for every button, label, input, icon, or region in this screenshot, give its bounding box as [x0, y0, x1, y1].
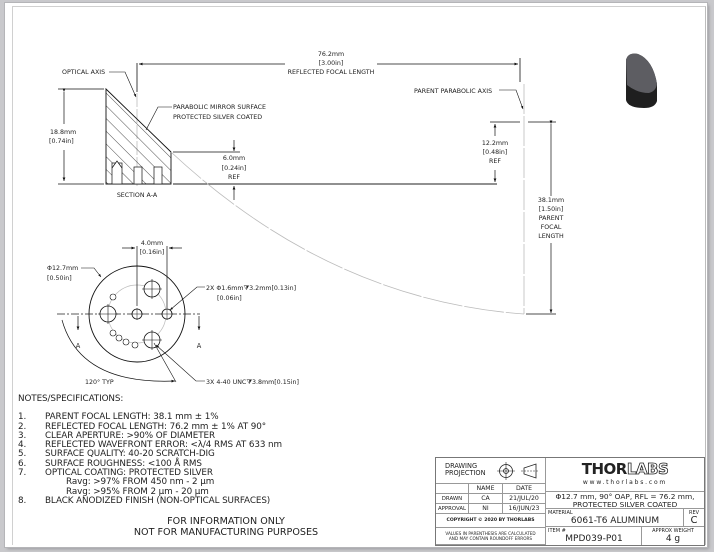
- optical-axis-label: OPTICAL AXIS: [62, 69, 105, 76]
- title-block: DRAWING PROJECTION NAME DATE DRAWN CA 21…: [435, 457, 705, 546]
- rfl-in: [3.00in]: [319, 60, 344, 67]
- note-item: 2.REFLECTED FOCAL LENGTH: 76.2 mm ± 1% A…: [18, 421, 266, 432]
- weight-cell: APPROX WEIGHT 4 g: [642, 527, 704, 545]
- item-cell: ITEM # MPD039-P01: [546, 527, 642, 545]
- offset-mm: 12.2mm: [482, 140, 508, 147]
- edge-mm: 6.0mm: [223, 155, 245, 162]
- drawn-label: DRAWN: [436, 494, 469, 504]
- diameter-mm: Φ12.7mm: [47, 265, 78, 272]
- disclaimer-line-2: NOT FOR MANUFACTURING PURPOSES: [133, 527, 319, 538]
- item-number: MPD039-P01: [565, 534, 623, 544]
- col-name: NAME: [469, 484, 503, 494]
- note-item: 7.OPTICAL COATING: PROTECTED SILVER: [18, 468, 213, 479]
- height-mm: 18.8mm: [50, 129, 76, 136]
- spacing-in: [0.16in]: [140, 249, 165, 256]
- note-item: 1.PARENT FOCAL LENGTH: 38.1 mm ± 1%: [18, 412, 219, 423]
- description-line-2: PROTECTED SILVER COATED: [572, 500, 678, 509]
- diameter-in: [0.50in]: [47, 275, 72, 282]
- pfl-l3: LENGTH: [538, 233, 564, 240]
- notes-heading: NOTES/SPECIFICATIONS:: [18, 394, 124, 404]
- material-cell: MATERIAL 6061-T6 ALUMINUM: [546, 509, 684, 527]
- description: Φ12.7 mm, 90° OAP, RFL = 76.2 mm, PROTEC…: [546, 492, 704, 509]
- pin-hole-callout-1: 2X Φ1.6mm⧩3.2mm[0.13in]: [206, 285, 296, 292]
- copyright: COPYRIGHT © 2020 BY THORLABS: [436, 514, 546, 528]
- drawing-sheet: [5, 3, 707, 547]
- rev-value: C: [690, 515, 698, 526]
- logo-cell: THORLABS www.thorlabs.com: [546, 458, 704, 492]
- section-marker-left: A: [76, 342, 81, 350]
- approval-label: APPROVAL: [436, 504, 469, 514]
- parent-focal-dimension: 38.1mm [1.50in] PARENT FOCAL LENGTH: [526, 120, 564, 315]
- parent-parabola-curve: [170, 151, 525, 315]
- offset-in: [0.48in]: [483, 149, 508, 156]
- note-item: 8.BLACK ANODIZED FINISH (NON-OPTICAL SUR…: [18, 495, 271, 506]
- projection-cell: DRAWING PROJECTION: [436, 458, 546, 484]
- drawing-frame: [12, 6, 706, 545]
- website: www.thorlabs.com: [582, 479, 668, 486]
- disclaimer-line-1: FOR INFORMATION ONLY: [167, 516, 285, 527]
- weight-label: APPROX WEIGHT: [652, 528, 694, 534]
- mirror-surface-label-1: PARABOLIC MIRROR SURFACE: [173, 104, 266, 111]
- pfl-l2: FOCAL: [541, 224, 562, 231]
- offset-ref: REF: [489, 158, 501, 165]
- drawn-name: CA: [469, 494, 503, 504]
- pfl-l1: PARENT: [539, 215, 564, 222]
- edge-in: [0.24in]: [222, 165, 247, 172]
- weight-value: 4 g: [665, 534, 681, 544]
- third-angle-projection-icon: [497, 462, 539, 480]
- mirror-surface-label-2: PROTECTED SILVER COATED: [173, 114, 262, 121]
- edge-ref: REF: [228, 174, 240, 181]
- projection-label-2: PROJECTION: [445, 469, 486, 477]
- rfl-label: REFLECTED FOCAL LENGTH: [288, 69, 375, 76]
- values-note: VALUES IN PARENTHESIS ARE CALCULATED AND…: [436, 528, 546, 545]
- spacing-mm: 4.0mm: [141, 240, 163, 247]
- reflected-focal-length-dimension: 76.2mm [3.00in] REFLECTED FOCAL LENGTH: [136, 51, 521, 92]
- pfl-mm: 38.1mm: [538, 197, 564, 204]
- material-label: MATERIAL: [548, 510, 573, 516]
- rev-label: REV: [688, 510, 700, 516]
- pfl-in: [1.50in]: [539, 206, 564, 213]
- item-label: ITEM #: [548, 528, 566, 534]
- offset-dimension: 12.2mm [0.48in] REF: [482, 121, 556, 182]
- mirror-3d-render: [626, 53, 657, 108]
- note-item: 6.SURFACE ROUGHNESS: <100 Å RMS: [18, 458, 202, 469]
- notes-specifications: NOTES/SPECIFICATIONS: 1.PARENT FOCAL LEN…: [18, 394, 282, 506]
- projection-label-1: DRAWING: [445, 462, 478, 470]
- height-dimension: 18.8mm [0.74in]: [49, 88, 76, 181]
- section-marker-right: A: [197, 342, 202, 350]
- note-sub-item: Ravg: >95% FROM 2 µm - 20 µm: [66, 486, 209, 497]
- rfl-mm: 76.2mm: [318, 51, 344, 58]
- note-sub-item: Ravg: >97% FROM 450 nm - 2 µm: [66, 477, 215, 488]
- pin-hole-callout-2: [0.06in]: [217, 295, 242, 302]
- approval-name: NI: [469, 504, 503, 514]
- note-item: 4.REFLECTED WAVEFRONT ERROR: <λ/4 RMS AT…: [18, 440, 282, 451]
- approval-date: 16/JUN/23: [503, 504, 546, 514]
- edge-height-dimension: 6.0mm [0.24in] REF: [173, 140, 246, 200]
- note-item: 5.SURFACE QUALITY: 40-20 SCRATCH-DIG: [18, 449, 215, 460]
- description-line-1: Φ12.7 mm, 90° OAP, RFL = 76.2 mm,: [555, 492, 695, 501]
- col-date: DATE: [503, 484, 546, 494]
- rev-cell: REV C: [684, 509, 704, 527]
- drawn-date: 21/JUL/20: [503, 494, 546, 504]
- section-label: SECTION A-A: [117, 192, 158, 199]
- height-in: [0.74in]: [49, 138, 74, 145]
- thorlabs-logo: THORLABS: [581, 460, 669, 478]
- bottom-view: A A 4.0mm [0.16in] Φ12.7mm [0.50in] 2X Φ…: [47, 240, 299, 386]
- disclaimer: FOR INFORMATION ONLY NOT FOR MANUFACTURI…: [108, 516, 344, 538]
- angle-label: 120° TYP: [85, 378, 114, 386]
- parent-axis-label: PARENT PARABOLIC AXIS: [414, 88, 492, 95]
- note-item: 3.CLEAR APERTURE: >90% OF DIAMETER: [18, 430, 216, 441]
- parent-parabolic-axis: PARENT PARABOLIC AXIS: [414, 84, 525, 314]
- tapped-hole-callout: 3X 4-40 UNC⧩3.8mm[0.15in]: [206, 379, 299, 386]
- material-value: 6061-T6 ALUMINUM: [570, 516, 660, 526]
- section-a-a-view: SECTION A-A: [58, 87, 497, 199]
